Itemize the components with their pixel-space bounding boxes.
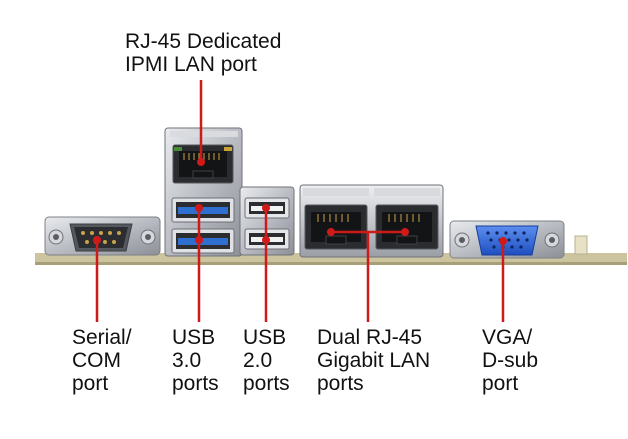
serial-label-line-3: port <box>72 372 109 395</box>
usb3-label: USB 3.0 ports <box>172 326 219 395</box>
lan-label-line-2: Gigabit LAN <box>317 349 431 372</box>
ipmi-usb3-stack <box>164 127 243 257</box>
usb3-label-line-3: ports <box>172 372 219 395</box>
ipmi-dot <box>197 158 205 166</box>
usb2-dot-top <box>262 204 270 212</box>
vga-label-line-3: port <box>482 372 519 395</box>
usb3-label-line-2: 3.0 <box>172 349 202 372</box>
usb2-label-line-1: USB <box>243 326 287 349</box>
lan-label-line-3: ports <box>317 372 364 395</box>
lan-dot-left <box>327 228 335 236</box>
serial-label: Serial/ COM port <box>72 326 132 395</box>
usb3-label-line-1: USB <box>172 326 216 349</box>
vga-dot <box>499 237 507 245</box>
serial-label-line-2: COM <box>72 349 121 372</box>
vga-label-line-2: D-sub <box>482 349 539 372</box>
lan-label-line-1: Dual RJ-45 <box>317 326 423 349</box>
dual-lan-connector <box>299 184 444 258</box>
usb3-dot-top <box>195 204 203 212</box>
vga-label: VGA/ D-sub port <box>482 326 538 395</box>
serial-dot <box>93 236 101 244</box>
ipmi-label-line-2: IPMI LAN port <box>125 53 257 76</box>
serial-label-line-1: Serial/ <box>72 326 132 349</box>
ipmi-label: RJ-45 Dedicated IPMI LAN port <box>125 30 281 76</box>
leader-lines <box>95 80 505 322</box>
usb2-dot-bottom <box>262 236 270 244</box>
usb3-dot-bottom <box>195 236 203 244</box>
ipmi-label-line-1: RJ-45 Dedicated <box>125 30 282 53</box>
lan-dot-right <box>401 228 409 236</box>
serial-com-connector <box>44 216 161 256</box>
leader-dots <box>93 158 507 245</box>
usb2-label: USB 2.0 ports <box>243 326 290 395</box>
usb2-label-line-3: ports <box>243 372 290 395</box>
vga-label-line-1: VGA/ <box>482 326 533 349</box>
lan-label: Dual RJ-45 Gigabit LAN ports <box>317 326 430 395</box>
usb2-label-line-2: 2.0 <box>243 349 273 372</box>
pcb-board <box>35 235 627 265</box>
vga-dsub-connector <box>449 220 565 259</box>
